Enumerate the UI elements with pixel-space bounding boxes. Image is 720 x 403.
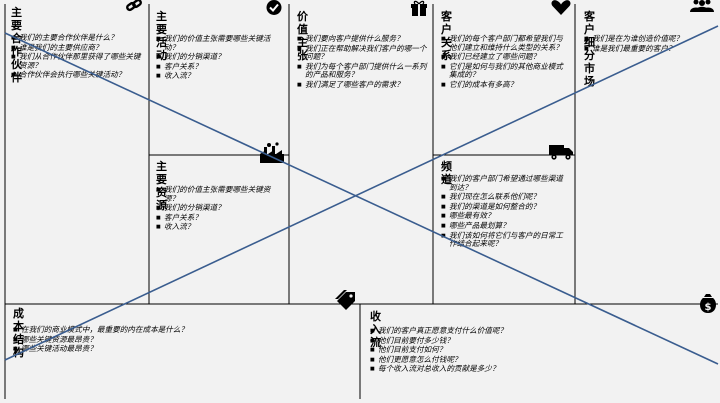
list-item: 我们的分销渠道？ [156,204,284,213]
list-item: 我们是在为谁创造价值呢？ [584,34,714,44]
list-item: 每个收入流对总收入的贡献是多少？ [370,365,700,374]
list-item: 他们更愿意怎么付钱呢？ [370,355,700,365]
cost-structure-list: 在我们的商业模式中，最重要的内在成本是什么？ 哪些关键资源最昂贵？ 哪些关键活动… [13,325,348,355]
list-item: 客户关系？ [156,213,284,223]
list-item: 哪些关键资源最昂贵？ [13,335,348,345]
list-item: 我们的客户真正愿意支付什么价值呢？ [370,326,700,336]
list-item: 我们为每个客户部门提供什么一系列的产品和服务？ [297,62,428,80]
list-item: 它们是如何与我们的其他商业模式集成的？ [441,62,570,80]
list-item: 他们目前支付如何？ [370,346,700,355]
list-item: 谁是我们的主要供应商？ [11,43,143,53]
list-item: 我们的价值主张需要哪些关键资源？ [156,185,284,203]
list-item: 我们的主要合作伙伴是什么？ [11,33,143,43]
list-item: 谁是我们最重要的客户？ [584,44,714,54]
list-item: 收入流？ [156,223,284,232]
customer-segments-list: 我们是在为谁创造价值呢？ 谁是我们最重要的客户？ [584,34,714,54]
list-item: 我们现在怎么联系他们呢？ [441,193,570,202]
check-circle-icon [266,0,282,15]
heart-icon [551,0,571,15]
customer-relationships-list: 我们的每个客户部门都希望我们与他们建立和维持什么类型的关系？ 我们已经建立了哪些… [441,34,570,91]
truck-icon [549,145,573,160]
channels-list: 我们的客户部门希望通过哪些渠道到达？ 我们现在怎么联系他们呢？ 我们的渠道是如何… [441,174,570,250]
list-item: 我们的渠道是如何整合的？ [441,202,570,212]
list-item: 客户关系？ [156,62,284,72]
key-partners-list: 我们的主要合作伙伴是什么？ 谁是我们的主要供应商？ 我们从合作伙伴那里获得了哪些… [11,33,143,81]
list-item: 我们已经建立了哪些问题？ [441,53,570,62]
key-activities-list: 我们的价值主张需要哪些关键活动？ 我们的分销渠道？ 客户关系？ 收入流？ [156,34,284,82]
money-bag-icon: $ [700,294,716,313]
list-item: 我们满足了哪些客户的需求？ [297,80,428,90]
list-item: 在我们的商业模式中，最重要的内在成本是什么？ [13,325,348,335]
list-item: 我们从合作伙伴那里获得了哪些关键资源？ [11,52,143,70]
tag-icon [335,290,355,310]
list-item: 我们正在帮助解决我们客户的哪一个问题？ [297,44,428,62]
list-item: 合作伙伴会执行哪些关键活动？ [11,71,143,80]
list-item: 它们的成本有多高？ [441,80,570,90]
list-item: 他们目前要付多少钱？ [370,336,700,346]
key-resources-list: 我们的价值主张需要哪些关键资源？ 我们的分销渠道？ 客户关系？ 收入流？ [156,185,284,233]
svg-text:$: $ [705,302,712,313]
list-item: 我们的客户部门希望通过哪些渠道到达？ [441,174,570,192]
list-item: 哪些关键活动最昂贵？ [13,345,348,354]
link-icon [126,0,142,12]
list-item: 收入流？ [156,72,284,81]
list-item: 我们的价值主张需要哪些关键活动？ [156,34,284,52]
gift-icon [411,0,427,16]
list-item: 哪些最有效？ [441,212,570,221]
list-item: 我们要向客户提供什么服务？ [297,34,428,44]
list-item: 我们的每个客户部门都希望我们与他们建立和维持什么类型的关系？ [441,34,570,52]
value-propositions-list: 我们要向客户提供什么服务？ 我们正在帮助解决我们客户的哪一个问题？ 我们为每个客… [297,34,428,91]
revenue-streams-list: 我们的客户真正愿意支付什么价值呢？ 他们目前要付多少钱？ 他们目前支付如何？ 他… [370,326,700,375]
people-icon [690,0,714,12]
list-item: 哪些产品最划算？ [441,221,570,231]
list-item: 我们的分销渠道？ [156,53,284,62]
